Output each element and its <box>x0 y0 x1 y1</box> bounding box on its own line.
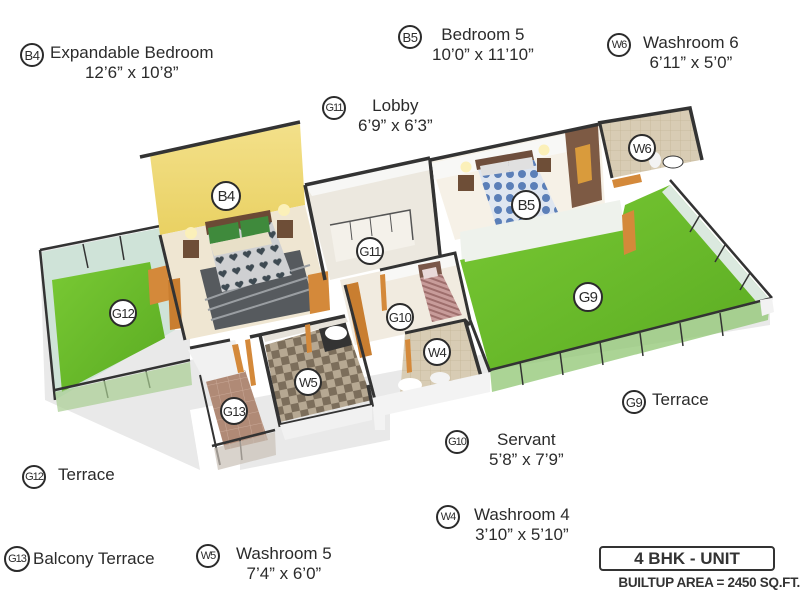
room-tag-g10: G10 <box>386 303 414 331</box>
legend-name-w4: Washroom 4 <box>474 505 570 524</box>
unit-type-box: 4 BHK - UNIT <box>599 546 775 571</box>
legend-dims-w5: 7’4” x 6’0” <box>246 564 322 583</box>
legend-g11: G11 Lobby 6’9” x 6’3” <box>322 96 433 136</box>
legend-badge-w5: W5 <box>196 544 220 568</box>
legend-name-g12: Terrace <box>58 465 115 484</box>
legend-w5: W5 Washroom 5 7’4” x 6’0” <box>196 544 332 584</box>
room-g10 <box>340 251 472 401</box>
terrace-g9 <box>460 179 774 392</box>
legend-dims-b5: 10’0” x 11’10” <box>432 45 534 64</box>
legend-name-b5: Bedroom 5 <box>441 25 525 44</box>
room-tag-g11: G11 <box>356 237 384 265</box>
legend-name-g9: Terrace <box>652 390 709 409</box>
room-b4 <box>139 120 330 341</box>
legend-dims-w4: 3’10” x 5’10” <box>475 525 569 544</box>
room-tag-b5: B5 <box>511 190 541 220</box>
legend-badge-g11: G11 <box>322 96 346 120</box>
legend-name-w5: Washroom 5 <box>236 544 332 563</box>
room-tag-g13: G13 <box>220 397 248 425</box>
room-tag-g9: G9 <box>573 282 603 312</box>
legend-badge-g12: G12 <box>22 465 46 489</box>
legend-name-g11: Lobby <box>372 96 419 115</box>
room-tag-b4: B4 <box>211 181 241 211</box>
legend-badge-g10: G10 <box>445 430 469 454</box>
terrace-g12 <box>38 224 192 412</box>
legend-b5: B5 Bedroom 5 10’0” x 11’10” <box>398 25 534 65</box>
legend-name-g10: Servant <box>497 430 556 449</box>
legend-name-b4: Expandable Bedroom <box>50 43 214 62</box>
legend-w6: W6 Washroom 6 6’11” x 5’0” <box>607 33 739 73</box>
legend-name-g13: Balcony Terrace <box>33 549 155 568</box>
legend-w4: W4 Washroom 4 3’10” x 5’10” <box>436 505 570 545</box>
legend-dims-g10: 5’8” x 7’9” <box>489 450 564 469</box>
legend-g13: G13 Balcony Terrace <box>4 546 155 572</box>
legend-badge-w6: W6 <box>607 33 631 57</box>
legend-badge-b4: B4 <box>20 43 44 67</box>
legend-g10: G10 Servant 5’8” x 7’9” <box>445 430 564 470</box>
legend-name-w6: Washroom 6 <box>643 33 739 52</box>
legend-badge-g13: G13 <box>4 546 30 572</box>
legend-dims-g11: 6’9” x 6’3” <box>358 116 433 135</box>
builtup-area-label: BUILTUP AREA = 2450 SQ.FT. <box>618 575 800 590</box>
legend-g9: G9 Terrace <box>622 390 709 414</box>
room-tag-g12: G12 <box>109 299 137 327</box>
legend-dims-b4: 12’6” x 10’8” <box>84 63 179 82</box>
legend-badge-w4: W4 <box>436 505 460 529</box>
room-tag-w4: W4 <box>423 338 451 366</box>
legend-g12: G12 Terrace <box>22 465 115 489</box>
legend-badge-b5: B5 <box>398 25 422 49</box>
legend-dims-w6: 6’11” x 5’0” <box>649 53 733 72</box>
room-tag-w6: W6 <box>628 134 656 162</box>
room-tag-w5: W5 <box>294 368 322 396</box>
legend-badge-g9: G9 <box>622 390 646 414</box>
legend-b4: B4 Expandable Bedroom 12’6” x 10’8” <box>20 43 214 83</box>
